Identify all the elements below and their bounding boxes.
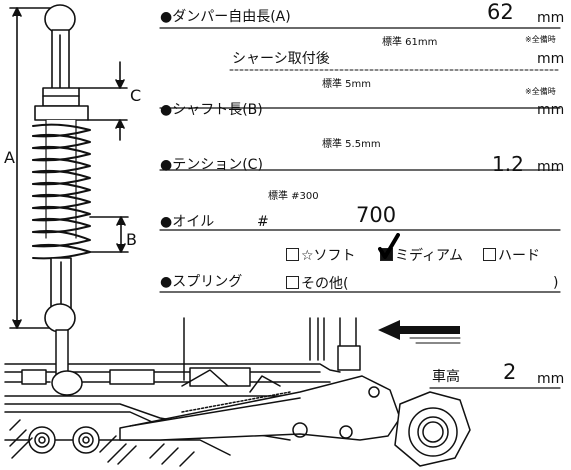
oil-standard: 標準 #300 [268, 191, 319, 202]
spring-coils [32, 119, 91, 260]
checkbox-hard[interactable] [483, 248, 496, 261]
shaft-length-note: ※全備時 [525, 87, 556, 96]
spring-option-medium[interactable]: ミディアム [378, 233, 464, 264]
damper-lower-body [44, 257, 76, 333]
spring-option-soft-text: ☆ソフト [301, 248, 356, 264]
spring-label: ●スプリング [160, 274, 243, 290]
ride-height-unit: mm [537, 371, 565, 387]
ride-height-label: 車高 [432, 369, 460, 385]
dimension-label-b: B [126, 230, 137, 249]
spring-option-other-text: その他( [301, 276, 349, 292]
form-leader-lines [159, 27, 561, 389]
oil-hash: # [257, 214, 269, 230]
checkbox-other[interactable] [286, 276, 299, 289]
spring-option-hard[interactable]: ハード [483, 248, 540, 263]
spring-option-medium-text: ミディアム [395, 248, 464, 264]
tension-label: ●テンション(C) [160, 157, 263, 173]
chassis-sketch [4, 317, 471, 467]
checkbox-soft[interactable] [286, 248, 299, 261]
shaft-length-unit: mm [537, 102, 565, 118]
damper-length-value: 62 [487, 0, 514, 24]
dimension-a [9, 7, 61, 329]
chassis-mount-unit: mm [537, 51, 565, 67]
direction-arrow [378, 320, 461, 344]
damper-upper-body [34, 87, 89, 121]
tension-standard: 標準 5.5mm [322, 139, 381, 150]
shaft-length-label: ●シャフト長(B) [160, 102, 263, 118]
spring-option-other[interactable]: その他( [286, 276, 348, 291]
spring-option-soft[interactable]: ☆ソフト [286, 248, 356, 263]
damper-length-unit: mm [537, 10, 565, 26]
tension-unit: mm [537, 159, 565, 175]
damper-top-cap [44, 4, 76, 93]
dimension-label-c: C [130, 86, 142, 105]
chassis-mount-label: シャーシ取付後 [232, 51, 330, 67]
dimension-label-a: A [4, 148, 15, 167]
dimension-c [78, 61, 128, 141]
spring-close-paren: ) [553, 275, 559, 291]
spring-option-hard-text: ハード [498, 248, 540, 264]
chassis-mount-standard: 標準 61mm [382, 37, 438, 48]
checkbox-medium[interactable] [378, 233, 400, 261]
ride-height-value: 2 [503, 360, 517, 384]
check-mark-icon [378, 233, 400, 259]
oil-value: 700 [356, 203, 397, 227]
dimension-b [89, 216, 129, 253]
damper-length-label: ●ダンパー自由長(A) [160, 9, 291, 25]
shaft-length-standard: 標準 5mm [322, 79, 372, 90]
tension-value: 1.2 [492, 152, 524, 176]
oil-label: ●オイル [160, 214, 215, 230]
chassis-mount-note: ※全備時 [525, 35, 556, 44]
